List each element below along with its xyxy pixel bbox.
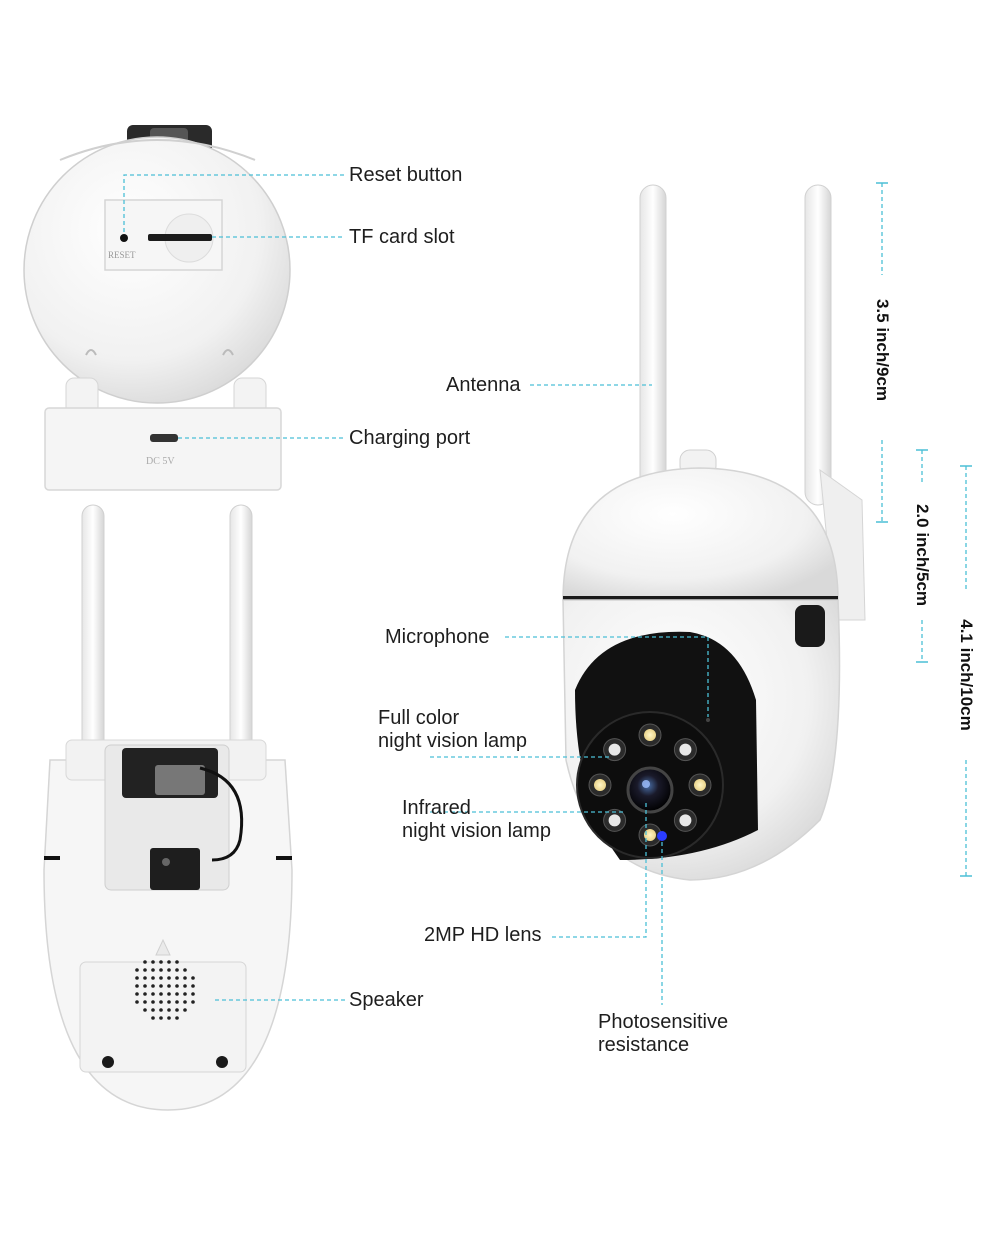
speaker-panel — [79, 961, 247, 1073]
label-microphone: Microphone — [385, 626, 490, 648]
front-view-camera — [562, 184, 866, 881]
label-reset-button: Reset button — [349, 164, 463, 186]
label-photosensitive-line2: resistance — [598, 1034, 690, 1056]
label-tf-card-slot: TF card slot — [349, 226, 455, 248]
front-dome — [562, 467, 839, 601]
tf-slot — [148, 234, 212, 241]
back-view-camera — [43, 504, 293, 1111]
label-charging-port: Charging port — [349, 427, 471, 449]
camera-lens — [626, 766, 674, 814]
dimension-total-height: 4.1 inch/10cm — [957, 619, 976, 731]
dimension-head-height: 2.0 inch/5cm — [913, 503, 932, 607]
label-antenna: Antenna — [446, 374, 521, 396]
rear-view-camera: RESET DC 5V — [23, 125, 291, 491]
label-full-color-line2: night vision lamp — [378, 730, 527, 752]
label-speaker: Speaker — [349, 989, 424, 1011]
label-lens: 2MP HD lens — [424, 924, 542, 946]
reset-hole — [120, 234, 128, 242]
label-photosensitive-line1: Photosensitive — [598, 1011, 729, 1033]
mic-hole — [706, 718, 710, 722]
camera-base — [44, 407, 282, 491]
usb-port — [150, 434, 178, 442]
label-infrared-line2: night vision lamp — [402, 820, 551, 842]
photosensor — [657, 831, 667, 841]
dimension-ticks — [876, 182, 972, 877]
leader-lines — [123, 174, 967, 1005]
label-full-color-line1: Full color — [378, 707, 460, 729]
reset-print: RESET — [108, 250, 136, 260]
label-infrared-line1: Infrared — [402, 797, 471, 819]
dimension-antenna-height: 3.5 inch/9cm — [873, 298, 892, 402]
dc-print: DC 5V — [146, 456, 175, 467]
